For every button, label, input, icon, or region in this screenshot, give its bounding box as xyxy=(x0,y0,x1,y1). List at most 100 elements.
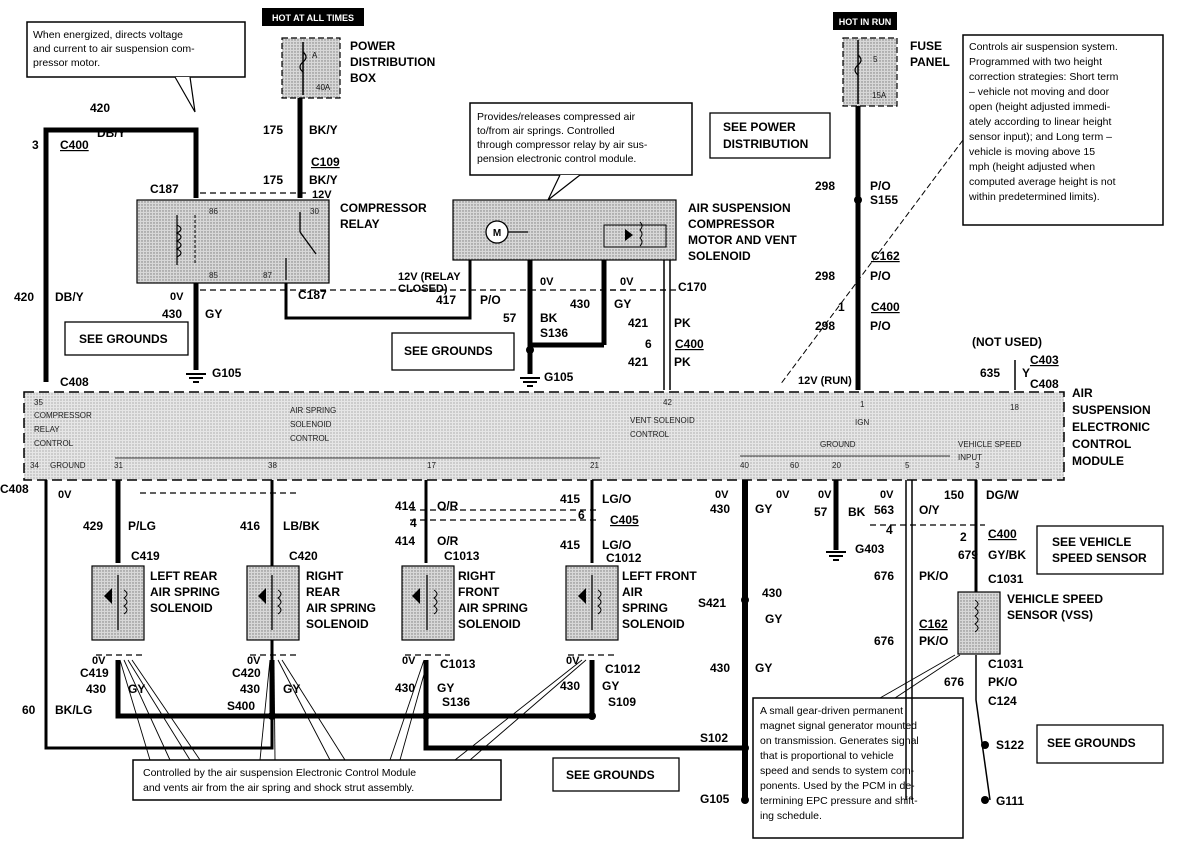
svg-text:AIR: AIR xyxy=(1072,386,1093,400)
svg-text:430: 430 xyxy=(710,502,730,516)
svg-text:that is proportional to vehicl: that is proportional to vehicle xyxy=(760,750,894,762)
svg-text:175: 175 xyxy=(263,123,283,137)
svg-text:S421: S421 xyxy=(698,596,726,610)
svg-text:GROUND: GROUND xyxy=(820,440,856,449)
svg-text:sensor input); and Long term –: sensor input); and Long term – xyxy=(969,131,1112,143)
svg-text:O/Y: O/Y xyxy=(919,503,940,517)
svg-text:SEE GROUNDS: SEE GROUNDS xyxy=(79,332,168,346)
svg-text:When energized, directs voltag: When energized, directs voltage xyxy=(33,29,183,41)
air-suspension-module: 35 COMPRESSOR RELAY CONTROL AIR SPRING S… xyxy=(23,386,1151,481)
vehicle-speed-sensor: VEHICLE SPEED SENSOR (VSS) xyxy=(957,591,1103,655)
svg-text:40: 40 xyxy=(740,461,749,470)
svg-text:DISTRIBUTION: DISTRIBUTION xyxy=(350,55,435,69)
svg-text:676: 676 xyxy=(874,634,894,648)
fuse-panel: 5 15A FUSE PANEL xyxy=(842,37,950,107)
svg-text:0V: 0V xyxy=(247,655,261,667)
svg-text:AIR SPRING: AIR SPRING xyxy=(306,601,376,615)
svg-text:6: 6 xyxy=(578,508,585,522)
svg-text:to/from air springs. Controlle: to/from air springs. Controlled xyxy=(477,125,615,137)
svg-text:415: 415 xyxy=(560,538,580,552)
svg-text:6: 6 xyxy=(645,337,652,351)
svg-text:INPUT: INPUT xyxy=(958,453,982,462)
svg-text:pressor motor.: pressor motor. xyxy=(33,57,100,69)
svg-text:MOTOR AND VENT: MOTOR AND VENT xyxy=(688,233,797,247)
svg-text:– vehicle not moving and door: – vehicle not moving and door xyxy=(969,86,1110,98)
svg-text:C400: C400 xyxy=(675,337,704,351)
svg-text:57: 57 xyxy=(814,505,828,519)
svg-text:0V: 0V xyxy=(92,655,106,667)
svg-text:18: 18 xyxy=(1010,403,1019,412)
svg-text:SOLENOID: SOLENOID xyxy=(290,420,332,429)
svg-text:60: 60 xyxy=(790,461,799,470)
svg-text:(NOT USED): (NOT USED) xyxy=(972,335,1042,349)
svg-text:GY: GY xyxy=(765,612,782,626)
svg-text:POWER: POWER xyxy=(350,39,396,53)
svg-text:PK: PK xyxy=(674,316,691,330)
svg-text:87: 87 xyxy=(263,271,272,280)
svg-text:S109: S109 xyxy=(608,695,636,709)
svg-text:A: A xyxy=(312,51,318,60)
svg-text:676: 676 xyxy=(874,569,894,583)
svg-text:1: 1 xyxy=(838,300,845,314)
svg-text:4: 4 xyxy=(886,523,893,537)
svg-text:0V: 0V xyxy=(540,276,554,288)
svg-text:RIGHT: RIGHT xyxy=(306,569,344,583)
svg-text:C400: C400 xyxy=(871,300,900,314)
svg-text:G105: G105 xyxy=(544,370,574,384)
svg-text:VENT SOLENOID: VENT SOLENOID xyxy=(630,416,695,425)
svg-text:GY: GY xyxy=(755,661,772,675)
svg-text:30: 30 xyxy=(310,207,319,216)
compressor-relay: 86 85 30 87 COMPRESSOR RELAY xyxy=(136,199,427,284)
svg-text:C408: C408 xyxy=(0,482,29,496)
svg-text:430: 430 xyxy=(162,307,182,321)
svg-text:CONTROL: CONTROL xyxy=(290,434,330,443)
svg-text:SEE GROUNDS: SEE GROUNDS xyxy=(404,344,493,358)
svg-text:Controlled by the air suspensi: Controlled by the air suspension Electro… xyxy=(143,767,416,779)
svg-text:P/O: P/O xyxy=(870,319,891,333)
svg-text:676: 676 xyxy=(944,675,964,689)
svg-text:Controls air suspension system: Controls air suspension system. xyxy=(969,41,1118,53)
svg-text:12V: 12V xyxy=(312,189,332,201)
svg-text:S136: S136 xyxy=(442,695,470,709)
svg-text:57: 57 xyxy=(503,311,517,325)
svg-text:679: 679 xyxy=(958,548,978,562)
svg-text:C109: C109 xyxy=(311,155,340,169)
power-distribution-box: A 40A POWER DISTRIBUTION BOX xyxy=(281,37,435,99)
svg-text:12V (RUN): 12V (RUN) xyxy=(798,375,852,387)
svg-text:SUSPENSION: SUSPENSION xyxy=(1072,403,1151,417)
svg-text:G111: G111 xyxy=(996,794,1024,808)
svg-text:40A: 40A xyxy=(316,83,331,92)
svg-text:3: 3 xyxy=(975,461,980,470)
hot-at-all-times-header: HOT AT ALL TIMES xyxy=(262,8,364,26)
svg-text:computed average height is not: computed average height is not xyxy=(969,176,1116,188)
svg-text:0V: 0V xyxy=(58,489,72,501)
see-grounds-2: SEE GROUNDS xyxy=(391,332,515,371)
svg-text:C405: C405 xyxy=(610,513,639,527)
svg-text:ately according to linear heig: ately according to linear height xyxy=(969,116,1112,128)
svg-text:LG/O: LG/O xyxy=(602,492,631,506)
svg-text:298: 298 xyxy=(815,179,835,193)
svg-text:0V: 0V xyxy=(170,291,184,303)
svg-text:COMPRESSOR: COMPRESSOR xyxy=(34,411,92,420)
svg-text:C187: C187 xyxy=(150,182,179,196)
svg-text:416: 416 xyxy=(240,519,260,533)
see-grounds-4: SEE GROUNDS xyxy=(1036,724,1164,764)
svg-text:4: 4 xyxy=(410,516,417,530)
svg-text:HOT IN RUN: HOT IN RUN xyxy=(839,17,892,27)
svg-text:414: 414 xyxy=(395,499,415,513)
svg-text:DG/W: DG/W xyxy=(986,488,1019,502)
svg-text:563: 563 xyxy=(874,503,894,517)
svg-text:P/LG: P/LG xyxy=(128,519,156,533)
svg-text:1: 1 xyxy=(860,400,865,409)
svg-text:3: 3 xyxy=(32,138,39,152)
svg-text:SENSOR (VSS): SENSOR (VSS) xyxy=(1007,608,1093,622)
svg-text:C170: C170 xyxy=(678,280,707,294)
svg-text:SOLENOID: SOLENOID xyxy=(458,617,521,631)
svg-text:GY: GY xyxy=(602,679,619,693)
svg-text:speed and sends to system com-: speed and sends to system com- xyxy=(760,765,915,777)
svg-text:FUSE: FUSE xyxy=(910,39,942,53)
note-relay: When energized, directs voltage and curr… xyxy=(26,21,246,113)
svg-text:AIR SPRING: AIR SPRING xyxy=(290,406,336,415)
svg-text:S136: S136 xyxy=(540,326,568,340)
svg-text:SPEED SENSOR: SPEED SENSOR xyxy=(1052,551,1147,565)
